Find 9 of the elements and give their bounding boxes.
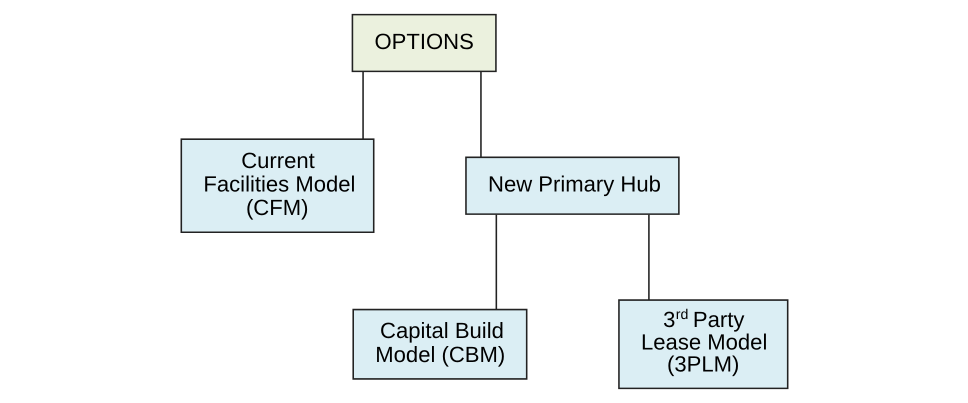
connector: [648, 214, 650, 300]
node-box: Current Facilities Model (CFM): [180, 138, 374, 234]
connector: [362, 72, 364, 139]
node-box: OPTIONS: [351, 14, 496, 72]
connector: [495, 214, 497, 310]
node-box: New Primary Hub: [464, 156, 680, 215]
node-box: Capital Build Model (CBM): [352, 308, 527, 380]
node-box: 3$^{rd}$ Party Lease Model (3PLM): [618, 299, 788, 390]
connector: [480, 72, 482, 157]
